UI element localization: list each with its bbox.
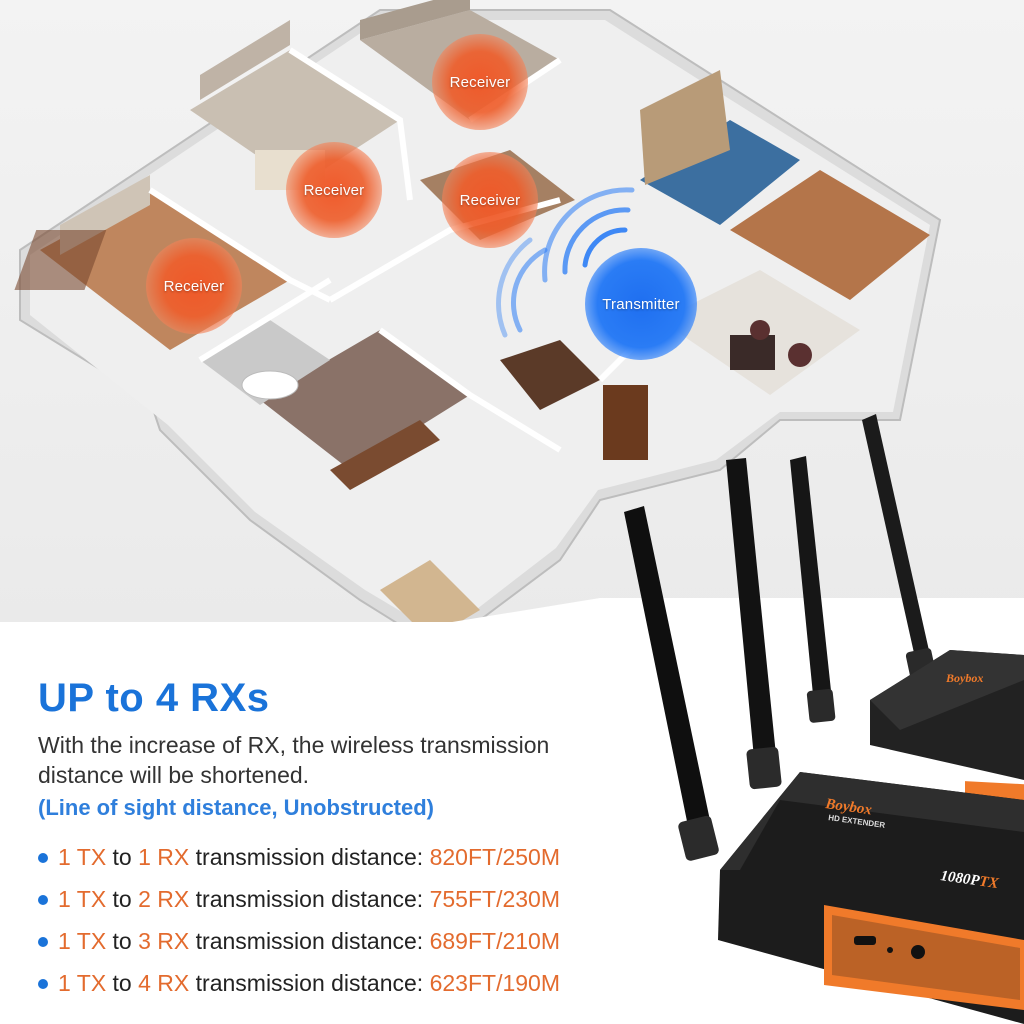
spec-connector: to xyxy=(112,928,132,954)
headline: UP to 4 RXs xyxy=(38,676,270,720)
spec-label: transmission distance: xyxy=(195,886,424,912)
receiver-bubble: Receiver xyxy=(146,238,242,334)
spec-distance: 623FT/190M xyxy=(429,970,560,996)
spec-item: 1 TX to 1 RX transmission distance: 820F… xyxy=(38,840,560,882)
extender-devices: Boybox Boybox HD EXTENDER 1080PTX xyxy=(624,414,1024,1024)
spec-item: 1 TX to 4 RX transmission distance: 623F… xyxy=(38,966,560,1008)
spec-distance: 820FT/250M xyxy=(429,844,560,870)
receiver-bubble: Receiver xyxy=(286,142,382,238)
pool xyxy=(640,120,800,225)
spec-label: transmission distance: xyxy=(195,844,424,870)
top-bedroom-wall xyxy=(360,0,470,40)
antenna xyxy=(862,414,937,682)
receiver-label: Receiver xyxy=(459,191,521,209)
tx-count: 1 TX xyxy=(58,886,107,912)
receiver-bubble: Receiver xyxy=(432,34,528,130)
armchair xyxy=(788,343,812,367)
tx-count: 1 TX xyxy=(58,928,107,954)
antenna xyxy=(726,458,782,790)
spec-item: 1 TX to 3 RX transmission distance: 689F… xyxy=(38,924,560,966)
floor-plan-illustration: Receiver Receiver Receiver Receiver Tran… xyxy=(0,0,1024,640)
bullet-icon xyxy=(38,895,48,905)
receiver-bubble: Receiver xyxy=(442,152,538,248)
spec-label: transmission distance: xyxy=(195,928,424,954)
spec-distance: 689FT/210M xyxy=(429,928,560,954)
left-bed xyxy=(14,230,107,290)
wireless-waves xyxy=(496,187,635,338)
lower-room-floor xyxy=(380,560,480,640)
bullet-icon xyxy=(38,979,48,989)
rx-count: 4 RX xyxy=(138,970,190,996)
bullet-icon xyxy=(38,853,48,863)
transmitter-label: Transmitter xyxy=(602,295,680,313)
receiver-unit: Boybox xyxy=(870,650,1024,813)
brand-logo: Boybox xyxy=(823,796,873,819)
receiver-label: Receiver xyxy=(449,73,511,91)
tx-count: 1 TX xyxy=(58,970,107,996)
kitchen-counter xyxy=(330,420,440,490)
rx-count: 3 RX xyxy=(138,928,190,954)
spec-connector: to xyxy=(112,970,132,996)
description: With the increase of RX, the wireless tr… xyxy=(38,732,550,788)
transmitter-unit: Boybox HD EXTENDER 1080PTX xyxy=(718,772,1024,1024)
coffee-table xyxy=(730,335,775,370)
bathroom-floor xyxy=(200,320,330,405)
deck xyxy=(730,170,930,300)
tx-count: 1 TX xyxy=(58,844,107,870)
dining-table xyxy=(500,340,600,410)
spec-connector: to xyxy=(112,844,132,870)
transmitter-bubble: Transmitter xyxy=(585,248,697,360)
receiver-label: Receiver xyxy=(163,277,225,295)
stone-wall xyxy=(640,70,730,185)
antenna xyxy=(790,456,836,723)
bathtub xyxy=(241,370,299,400)
rx-count: 2 RX xyxy=(138,886,190,912)
antenna xyxy=(624,506,719,861)
spec-distance: 755FT/230M xyxy=(429,886,560,912)
receiver-label: Receiver xyxy=(303,181,365,199)
middle-bedroom-wall xyxy=(200,20,290,100)
brand-logo: Boybox xyxy=(945,671,983,685)
spec-connector: to xyxy=(112,886,132,912)
armchair xyxy=(750,320,770,340)
spec-label: transmission distance: xyxy=(195,970,424,996)
spec-item: 1 TX to 2 RX transmission distance: 755F… xyxy=(38,882,560,924)
front-door xyxy=(603,385,648,460)
line-of-sight-note: (Line of sight distance, Unobstructed) xyxy=(38,795,435,820)
rx-count: 1 RX xyxy=(138,844,190,870)
distance-spec-list: 1 TX to 1 RX transmission distance: 820F… xyxy=(38,840,560,1008)
bullet-icon xyxy=(38,937,48,947)
kitchen-floor xyxy=(260,330,470,470)
